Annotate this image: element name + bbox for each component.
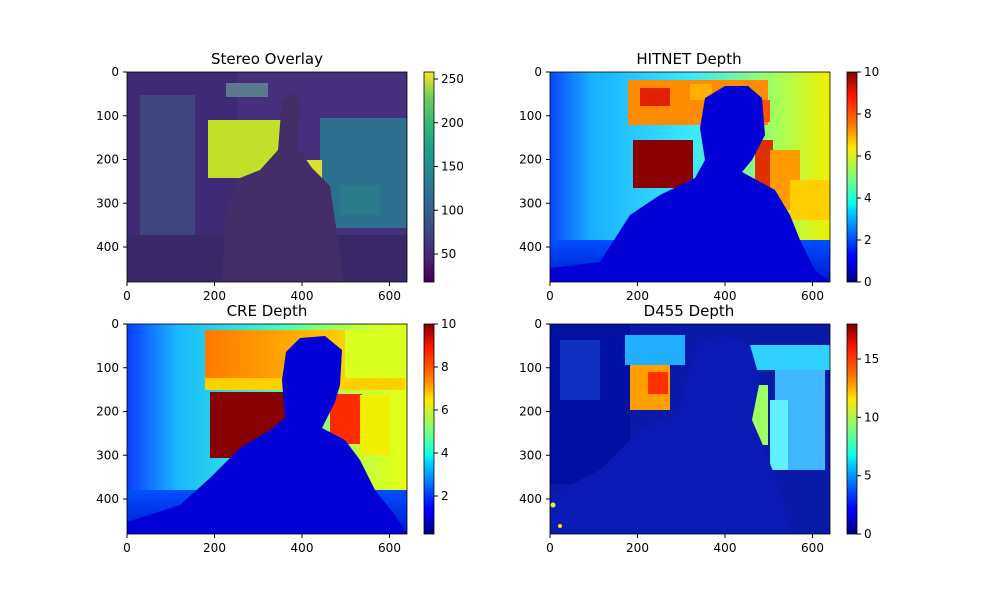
- x-tick-label: 600: [378, 541, 401, 555]
- heatmap-image: [126, 71, 408, 283]
- chart-title: HITNET Depth: [636, 50, 741, 68]
- heatmap-image: [549, 323, 831, 535]
- y-axis: 0 100 200 300 400: [519, 65, 550, 254]
- x-axis: 0 200 400 600: [546, 534, 824, 555]
- d455-depth-panel: D455 Depth 0 200 400 600: [519, 302, 879, 555]
- x-tick-label: 400: [291, 541, 314, 555]
- colorbar-tick-label: 10: [864, 410, 879, 424]
- x-tick-label: 400: [714, 289, 737, 303]
- heatmap-image: [126, 323, 408, 535]
- x-tick-label: 400: [291, 289, 314, 303]
- colorbar-tick-label: 10: [441, 317, 456, 331]
- x-axis: 0 200 400 600: [123, 282, 401, 303]
- hitnet-depth-panel: HITNET Depth 0 200 400 600: [519, 50, 879, 303]
- y-axis: 0 100 200 300 400: [519, 317, 550, 506]
- x-tick-label: 600: [378, 289, 401, 303]
- chart-title: CRE Depth: [227, 302, 308, 320]
- cre-depth-panel: CRE Depth 0 200 400 600: [96, 302, 456, 555]
- x-tick-label: 200: [626, 289, 649, 303]
- stereo-overlay-panel: Stereo Overlay 0 200 400 600: [96, 50, 464, 303]
- y-tick-label: 0: [534, 317, 542, 331]
- y-tick-label: 300: [519, 196, 542, 210]
- x-tick-label: 200: [203, 289, 226, 303]
- y-tick-label: 300: [96, 196, 119, 210]
- y-tick-label: 200: [96, 153, 119, 167]
- x-tick-label: 200: [203, 541, 226, 555]
- x-tick-label: 600: [801, 541, 824, 555]
- colorbar-tick-label: 0: [864, 275, 872, 289]
- colorbar-tick-label: 150: [441, 160, 464, 174]
- y-tick-label: 0: [111, 65, 119, 79]
- y-tick-label: 100: [519, 361, 542, 375]
- colorbar-tick-label: 2: [441, 489, 449, 503]
- colorbar-tick-label: 8: [441, 360, 449, 374]
- y-tick-label: 100: [96, 361, 119, 375]
- y-tick-label: 200: [96, 405, 119, 419]
- x-axis: 0 200 400 600: [123, 534, 401, 555]
- y-tick-label: 400: [96, 240, 119, 254]
- y-tick-label: 200: [519, 405, 542, 419]
- y-tick-label: 200: [519, 153, 542, 167]
- colorbar: 0 5 10 15: [846, 323, 879, 541]
- y-axis: 0 100 200 300 400: [96, 317, 127, 506]
- x-tick-label: 600: [801, 289, 824, 303]
- x-axis: 0 200 400 600: [546, 282, 824, 303]
- x-tick-label: 0: [546, 289, 554, 303]
- colorbar-tick-label: 4: [441, 446, 449, 460]
- y-axis: 0 100 200 300 400: [96, 65, 127, 254]
- colorbar-tick-label: 6: [864, 149, 872, 163]
- colorbar: 0 2 4 6 8 10: [846, 65, 879, 289]
- y-tick-label: 400: [519, 240, 542, 254]
- colorbar-tick-label: 250: [441, 72, 464, 86]
- colorbar-tick-label: 50: [441, 247, 456, 261]
- colorbar: 50 100 150 200 250: [423, 71, 464, 283]
- y-tick-label: 0: [534, 65, 542, 79]
- y-tick-label: 300: [96, 448, 119, 462]
- x-tick-label: 200: [626, 541, 649, 555]
- chart-title: D455 Depth: [644, 302, 735, 320]
- colorbar-tick-label: 8: [864, 107, 872, 121]
- colorbar-tick-label: 15: [864, 352, 879, 366]
- x-tick-label: 400: [714, 541, 737, 555]
- y-tick-label: 400: [96, 492, 119, 506]
- colorbar-tick-label: 4: [864, 191, 872, 205]
- colorbar-tick-label: 6: [441, 403, 449, 417]
- y-tick-label: 0: [111, 317, 119, 331]
- colorbar-tick-label: 2: [864, 233, 872, 247]
- colorbar-tick-label: 100: [441, 203, 464, 217]
- colorbar-tick-label: 0: [864, 527, 872, 541]
- colorbar: 2 4 6 8 10: [423, 317, 456, 535]
- chart-title: Stereo Overlay: [211, 50, 323, 68]
- y-tick-label: 400: [519, 492, 542, 506]
- colorbar-tick-label: 10: [864, 65, 879, 79]
- x-tick-label: 0: [546, 541, 554, 555]
- y-tick-label: 100: [96, 109, 119, 123]
- y-tick-label: 100: [519, 109, 542, 123]
- colorbar-tick-label: 200: [441, 116, 464, 130]
- x-tick-label: 0: [123, 541, 131, 555]
- colorbar-tick-label: 5: [864, 469, 872, 483]
- x-tick-label: 0: [123, 289, 131, 303]
- y-tick-label: 300: [519, 448, 542, 462]
- heatmap-image: [549, 71, 831, 283]
